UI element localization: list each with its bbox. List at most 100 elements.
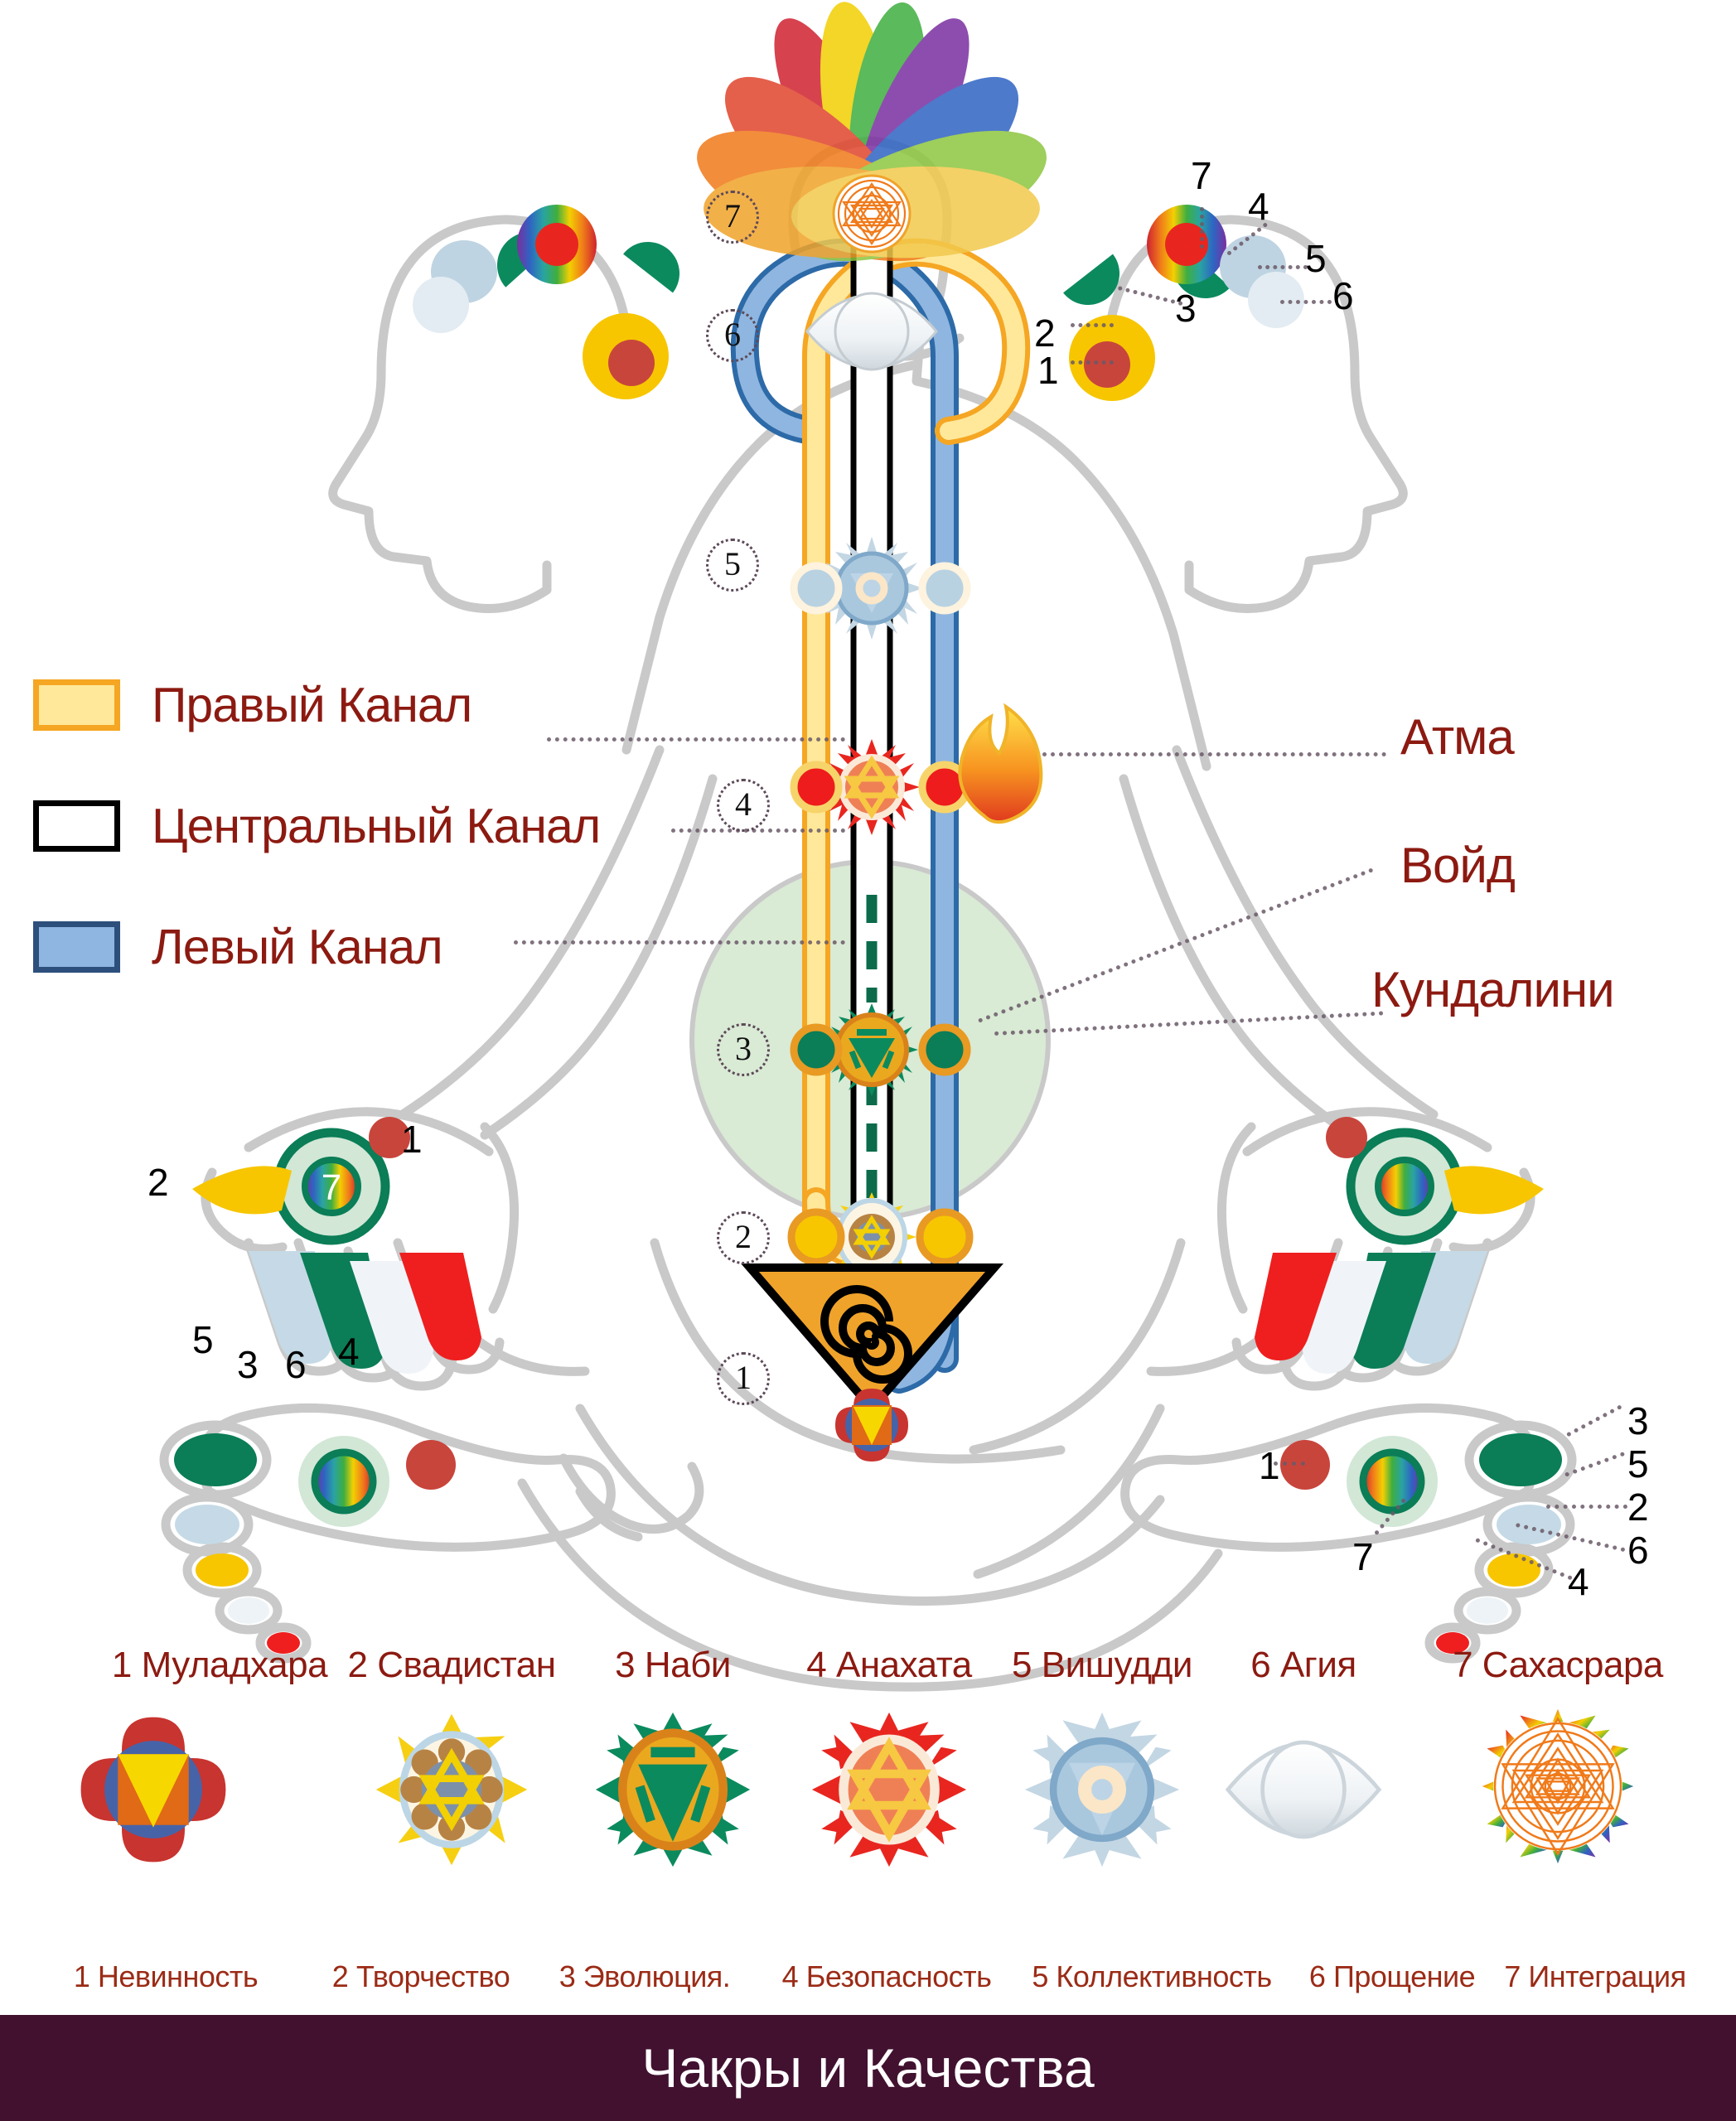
chakra-name-3: 3 Наби [615, 1645, 731, 1686]
kundalini-label: Кундалини [1371, 962, 1615, 1017]
chakra-reference-table: 1 Муладхара 2 Свадистан 3 Наби 4 Анахата… [0, 1645, 1736, 2017]
chakra-name-5: 5 Вишудди [1012, 1645, 1192, 1686]
chakra-symbol-vishuddhi [1024, 1712, 1180, 1867]
chakra-num-1: 1 [111, 1645, 132, 1685]
center-channel-label: Центральный Канал [152, 799, 601, 853]
right-channel-label: Правый Канал [152, 678, 472, 732]
legend-item-right-channel: Правый Канал [33, 678, 613, 732]
chakra-num-3: 3 [615, 1645, 636, 1685]
hand-number-4: 4 [338, 1330, 360, 1373]
leader-head-7 [1200, 207, 1206, 249]
chakra-name-2: 2 Свадистан [347, 1645, 556, 1686]
leader-head-6 [1280, 300, 1332, 304]
chakra-name-6: 6 Агия [1250, 1645, 1356, 1686]
quality-label-7: Интеграция [1528, 1959, 1686, 1993]
chakra-quality-5: 5 Коллективность [1032, 1959, 1272, 1994]
chakra-symbols-row [0, 1703, 1736, 1868]
quality-label-2: Творчество [355, 1959, 510, 1993]
spine-level-4: 4 [717, 779, 770, 832]
spine-level-3: 3 [717, 1023, 770, 1076]
quality-label-5: Коллективность [1056, 1959, 1272, 1993]
chakra-label-5: Вишудди [1041, 1645, 1193, 1685]
hand-number-3: 3 [237, 1343, 259, 1386]
atma-label: Атма [1400, 709, 1515, 765]
quality-num-2: 2 [331, 1959, 349, 1993]
chakra-6-agya-spine [805, 292, 938, 371]
leader-foot-2 [1546, 1505, 1627, 1509]
chakra-7-sahasrara-spine [832, 174, 912, 254]
spine-level-6: 6 [706, 309, 759, 362]
head-number-6: 6 [1332, 274, 1354, 317]
page-title: Чакры и Качества [641, 2037, 1095, 2099]
channel-legend: Правый Канал Центральный Канал Левый Кан… [33, 678, 613, 1042]
chakra-symbol-sahasrara [1482, 1708, 1634, 1864]
kundalini-triangle [741, 1263, 1003, 1415]
chakra-symbol-anahata [811, 1712, 967, 1867]
quality-label-1: Невинность [97, 1959, 259, 1993]
chakra-label-2: Свадистан [377, 1645, 556, 1685]
foot-number-3: 3 [1627, 1399, 1649, 1442]
node-right-4 [790, 761, 843, 814]
spine-level-1: 1 [717, 1352, 770, 1405]
leader-head-5 [1258, 265, 1308, 269]
chakra-label-3: Наби [644, 1645, 732, 1685]
footer-banner: Чакры и Качества [0, 2015, 1736, 2121]
quality-num-1: 1 [73, 1959, 90, 1993]
hand-number-2: 2 [147, 1161, 169, 1204]
foot-number-4: 4 [1568, 1560, 1589, 1603]
svg-text:7: 7 [322, 1167, 341, 1208]
body-illustration: 7 [159, 2, 1577, 1692]
chakra-label-7: Сахасрара [1482, 1645, 1664, 1685]
right-foot-markers [1280, 1433, 1562, 1654]
hand-number-1: 1 [401, 1118, 423, 1161]
spine-level-5: 5 [706, 539, 759, 592]
foot-number-1: 1 [1259, 1444, 1280, 1487]
chakra-symbol-nabhi [595, 1712, 751, 1867]
leader-center-channel [671, 829, 845, 833]
head-number-1: 1 [1037, 349, 1059, 392]
chakra-name-1: 1 Муладхара [111, 1645, 328, 1686]
chakra-1-muladhara-spine [835, 1389, 908, 1462]
quality-num-7: 7 [1504, 1959, 1521, 1993]
quality-num-3: 3 [559, 1959, 576, 1993]
right-hand-markers [1255, 1117, 1544, 1374]
right-head-markers [1063, 205, 1304, 401]
chakra-names-row: 1 Муладхара 2 Свадистан 3 Наби 4 Анахата… [0, 1645, 1736, 1703]
spine-level-7: 7 [706, 191, 759, 244]
quality-num-6: 6 [1308, 1959, 1326, 1993]
leader-left-channel [514, 940, 845, 945]
quality-num-5: 5 [1032, 1959, 1048, 1993]
atma-flame [958, 703, 1043, 824]
right-channel-swatch [33, 679, 120, 731]
foot-number-7: 7 [1352, 1535, 1374, 1578]
chakra-symbol-muladhara [80, 1717, 226, 1863]
chakra-quality-1: 1 Невинность [73, 1959, 259, 1994]
quality-label-3: Эволюция. [583, 1959, 731, 1993]
leader-head-2 [1071, 323, 1114, 327]
foot-number-2: 2 [1627, 1486, 1649, 1529]
head-number-7: 7 [1191, 154, 1212, 197]
hand-number-6: 6 [285, 1343, 307, 1386]
node-right-2 [787, 1208, 845, 1266]
head-number-5: 5 [1305, 237, 1327, 280]
chakra-quality-3: 3 Эволюция. [559, 1959, 731, 1994]
chakra-name-7: 7 Сахасрара [1453, 1645, 1663, 1686]
node-right-5 [790, 562, 843, 615]
chakra-label-6: Агия [1279, 1645, 1356, 1685]
chakra-num-7: 7 [1453, 1645, 1473, 1685]
chakra-symbol-agya [1225, 1740, 1382, 1839]
chakra-quality-2: 2 Творчество [332, 1959, 510, 1994]
chakra-symbol-swadisthan [375, 1713, 528, 1866]
center-channel-swatch [33, 800, 120, 852]
foot-number-6: 6 [1627, 1529, 1649, 1572]
head-number-2: 2 [1034, 312, 1056, 355]
node-left-2 [916, 1208, 974, 1266]
head-number-3: 3 [1175, 287, 1197, 330]
chakra-name-4: 4 Анахата [806, 1645, 972, 1686]
chakra-qualities-row: 1 Невинность 2 Творчество 3 Эволюция. 4 … [0, 1959, 1736, 2017]
node-left-3 [918, 1023, 971, 1076]
chakra-3-nabhi-spine [825, 1003, 918, 1096]
head-number-4: 4 [1248, 185, 1269, 228]
node-right-3 [790, 1023, 843, 1076]
